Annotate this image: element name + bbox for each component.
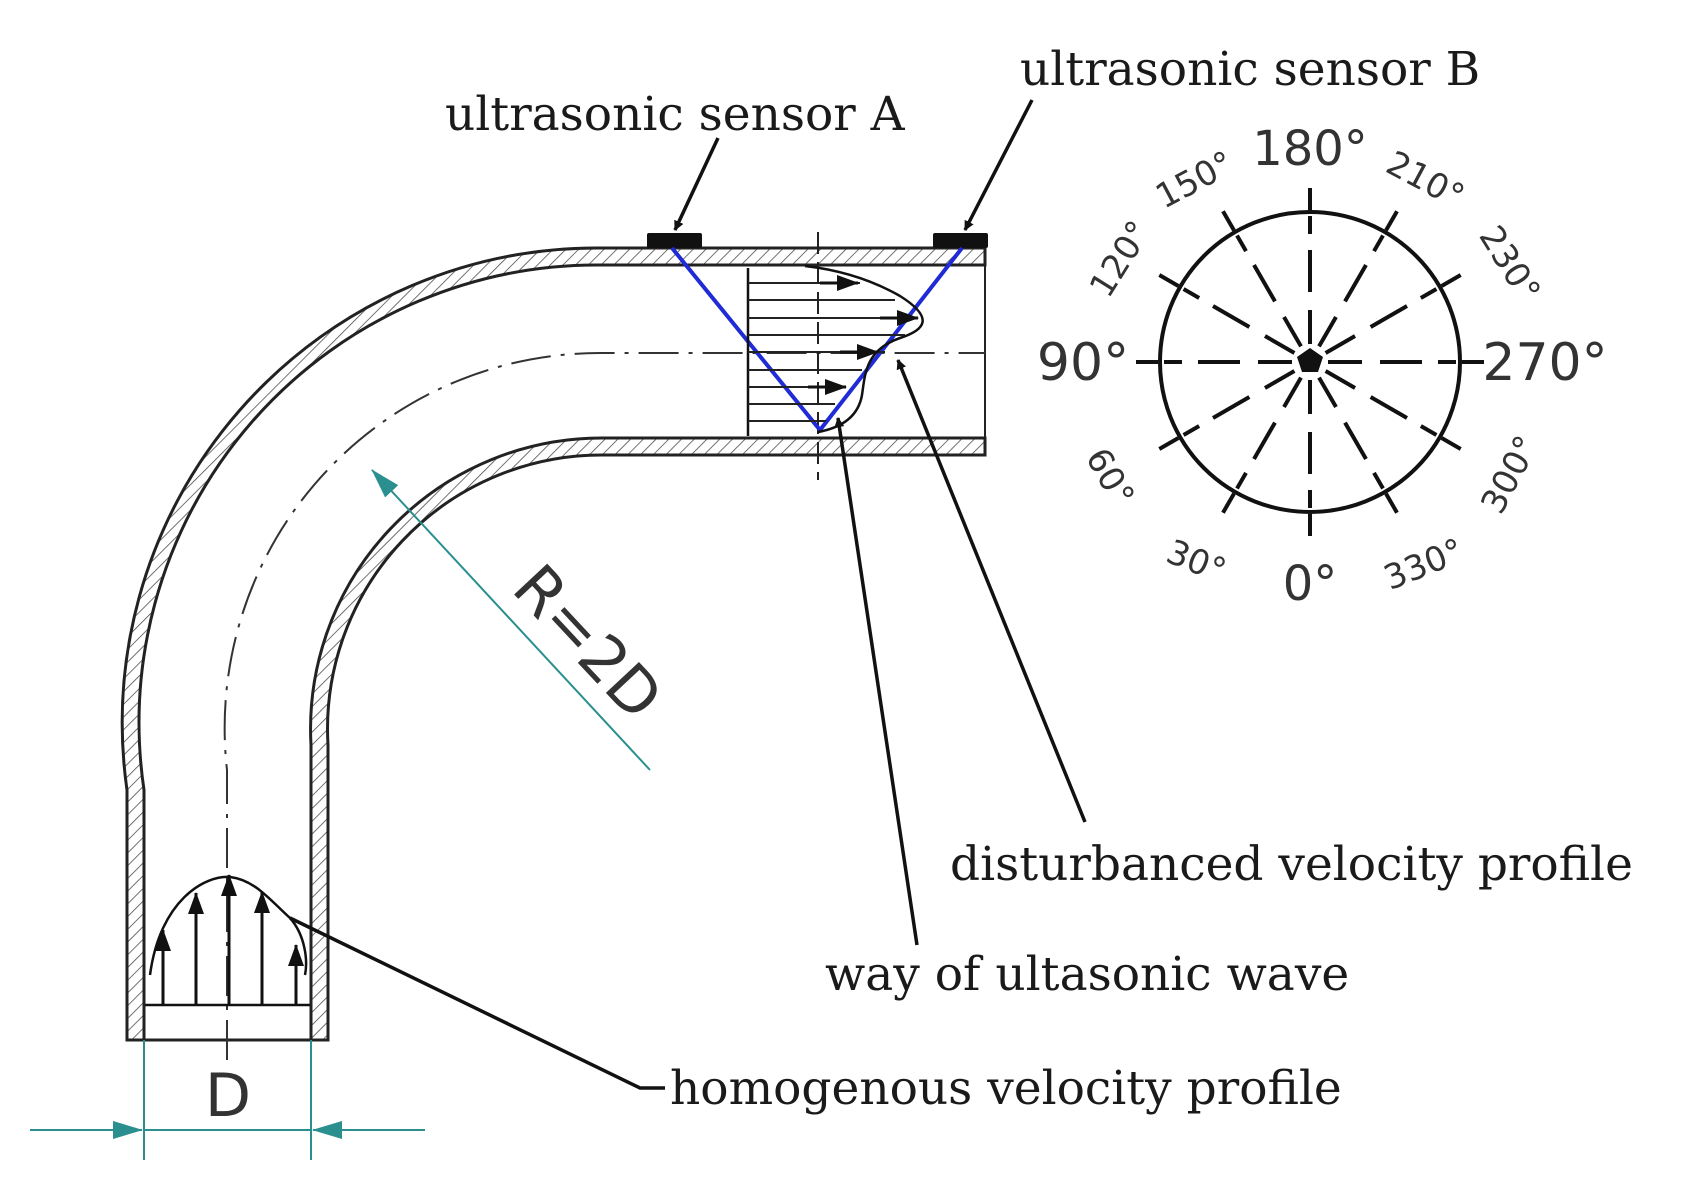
- angle-label: 330°: [1378, 531, 1469, 599]
- angle-label: 60°: [1077, 441, 1142, 513]
- angle-spoke: [1324, 369, 1357, 390]
- angle-scale: 0° 30° 60° 90° 120° 150° 180° 210° 230° …: [1037, 121, 1608, 612]
- pipe: [120, 232, 987, 1060]
- sensor-a: [647, 233, 702, 248]
- angle-spoke: [1317, 376, 1338, 409]
- diameter-dimension: D: [30, 1040, 425, 1160]
- sensor-a-label: ultrasonic sensor A: [445, 87, 906, 142]
- angle-labels: 0° 30° 60° 90° 120° 150° 180° 210° 230° …: [1037, 121, 1608, 612]
- angle-spoke: [1282, 315, 1303, 348]
- angle-label: 270°: [1482, 333, 1607, 393]
- leader-lines: [289, 99, 1087, 1090]
- angle-label: 230°: [1471, 219, 1548, 310]
- angle-spoke: [1263, 334, 1296, 355]
- angle-spoke: [1369, 304, 1408, 329]
- sensors: [647, 233, 988, 248]
- angle-tick: [1384, 492, 1399, 514]
- angle-spoke: [1252, 421, 1277, 460]
- angle-spoke: [1235, 471, 1248, 490]
- angle-tick: [1221, 210, 1236, 232]
- angle-spoke: [1317, 315, 1338, 348]
- angle-tick: [1221, 492, 1236, 514]
- angle-label: 300°: [1473, 429, 1547, 520]
- angle-tick: [1440, 273, 1462, 288]
- homogeneous-profile-label: homogenous velocity profile: [670, 1061, 1342, 1116]
- angle-tick: [1384, 210, 1399, 232]
- angle-spoke: [1182, 424, 1201, 437]
- angle-spoke: [1372, 234, 1385, 253]
- pipe-centerline: [223, 351, 985, 1060]
- angle-spokes: [1136, 188, 1484, 536]
- disturbed-velocity-profile: [746, 264, 924, 436]
- angle-spoke: [1324, 334, 1357, 355]
- homogeneous-velocity-profile: [145, 874, 310, 1007]
- angle-spoke: [1419, 424, 1438, 437]
- diameter-label: D: [205, 1061, 251, 1131]
- leader-disturbed-profile: [896, 359, 1087, 823]
- angle-tick: [1158, 436, 1180, 451]
- angle-spoke: [1212, 395, 1251, 420]
- wave-path-label: way of ultasonic wave: [825, 947, 1349, 1002]
- angle-spoke: [1212, 304, 1251, 329]
- ultrasonic-wave-path: [670, 246, 964, 434]
- radius-label: R=2D: [499, 550, 677, 733]
- leader-sensor-a: [673, 137, 720, 231]
- angle-spoke: [1252, 264, 1277, 303]
- leader-wave-path: [834, 417, 919, 946]
- leader-sensor-b: [963, 99, 1034, 231]
- angle-scale-center-mark: [1297, 348, 1323, 372]
- disturbed-profile-label: disturbanced velocity profile: [950, 837, 1633, 892]
- angle-spoke: [1182, 287, 1201, 300]
- angle-scale-circle: [1158, 210, 1462, 514]
- angle-label: 0°: [1283, 556, 1338, 612]
- angle-spoke: [1235, 234, 1248, 253]
- angle-label: 150°: [1149, 143, 1240, 217]
- sensor-b: [933, 233, 988, 248]
- angle-label: 180°: [1252, 121, 1368, 177]
- angle-spoke: [1343, 421, 1368, 460]
- angle-label: 90°: [1037, 333, 1129, 393]
- angle-tick: [1158, 273, 1180, 288]
- angle-spoke: [1282, 376, 1303, 409]
- angle-spoke: [1369, 395, 1408, 420]
- angle-spoke: [1343, 264, 1368, 303]
- angle-tick: [1440, 436, 1462, 451]
- leader-homogeneous-profile: [289, 916, 665, 1090]
- sensor-b-label: ultrasonic sensor B: [1020, 42, 1480, 97]
- angle-spoke: [1419, 287, 1438, 300]
- angle-label: 120°: [1082, 214, 1159, 305]
- angle-spoke: [1263, 369, 1296, 390]
- angle-label: 210°: [1380, 143, 1471, 217]
- angle-spoke: [1372, 471, 1385, 490]
- angle-label: 30°: [1161, 532, 1232, 592]
